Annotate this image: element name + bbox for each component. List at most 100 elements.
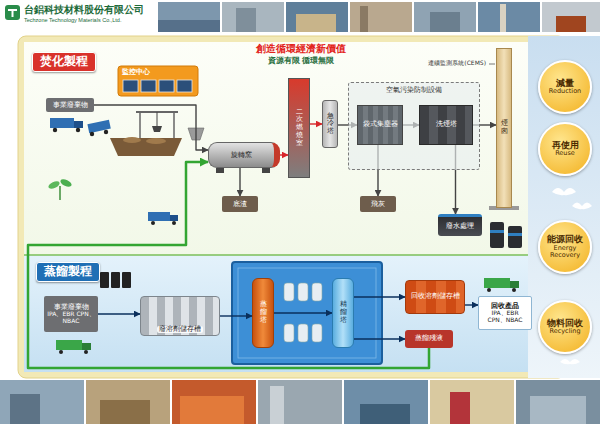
top-photo-strip-part [430, 12, 460, 32]
waste-trucks-part [104, 130, 108, 134]
node-text: 事業廢棄物 [53, 101, 88, 109]
ash-truck-part [148, 212, 170, 221]
node-text: 能源回收 [547, 234, 583, 244]
flow-connector [280, 154, 288, 155]
flow-connector [98, 313, 140, 314]
bottom-photo-strip [0, 380, 600, 424]
bottom-photo-strip-part [10, 394, 40, 424]
control-room-part [177, 80, 192, 92]
node-text: 煙囪 [501, 120, 508, 135]
quench-tower: 急冷塔 [322, 100, 338, 148]
stack: 煙囪 [496, 48, 512, 208]
top-photo-strip-part [360, 6, 368, 32]
sky-panel-part [528, 36, 600, 378]
process-heading: 蒸餾製程 [36, 262, 100, 282]
kiln-rollers [216, 168, 270, 173]
flow-connector [94, 105, 208, 150]
waste-pit [110, 137, 182, 156]
distillation-panel-part [312, 283, 322, 301]
distillation-panel [232, 262, 382, 364]
waste-drums-part [111, 272, 120, 288]
crane-part [152, 126, 162, 132]
main-frame [18, 36, 566, 378]
ash-truck-part [170, 215, 178, 221]
product-truck-part [484, 278, 510, 288]
sprout-icon-part [59, 186, 61, 200]
ash-truck-part [151, 221, 155, 225]
header-band-part [5, 5, 20, 20]
node-text: 蒸餾殘液 [415, 335, 443, 342]
distillation-panel-part [284, 283, 294, 301]
control-room-part [123, 80, 138, 92]
collection-truck [56, 340, 91, 354]
bottom-photo-strip-part [344, 380, 428, 424]
wastewater-box: 廢水處理 [438, 214, 482, 236]
distillation-panel-part [312, 324, 322, 342]
top-photo-strip-part [350, 2, 412, 32]
bottom-photo-strip-part [86, 380, 170, 424]
node-text: 回收產品 [491, 302, 519, 310]
waste-source-box: 事業廢棄物IPA、EBR CPN、NBAC [44, 296, 98, 332]
bottom-photo-strip-part [0, 380, 84, 424]
waste-pit-part [146, 138, 166, 144]
node-text: 監控中心 [122, 68, 150, 76]
node-text: 廢水處理 [446, 222, 474, 230]
flow-connector [28, 162, 429, 368]
crane-part [139, 112, 141, 138]
top-photo-strip-part [158, 2, 220, 32]
pollution-control-region: 空氣污染防制設備袋式集塵器洗煙塔 [348, 82, 480, 170]
wastewater-tanks-part [490, 222, 504, 248]
principle-circle: 物料回收Recycling [538, 300, 592, 354]
rectifying-column: 精餾塔 [332, 278, 354, 348]
recovered-product-box: 回收產品IPA、EBR CPN、NBAC [478, 296, 532, 330]
control-room-part [118, 66, 198, 96]
product-truck [484, 278, 519, 292]
flow-connector [274, 312, 332, 313]
principle-circle: 再使用Reuse [538, 122, 592, 176]
header-band [0, 0, 600, 36]
crane [136, 112, 178, 138]
connector-group [28, 105, 496, 368]
residue-drums: 蒸餾殘液 [405, 330, 453, 348]
control-room-panel: 監控中心 [118, 66, 198, 96]
waste-trucks-part [50, 118, 74, 128]
waste-drums-part [100, 272, 109, 288]
ash-truck [148, 212, 178, 225]
top-photo-strip [158, 2, 600, 32]
top-photo-strip-part [286, 2, 348, 32]
node-subtext: IPA、EBR CPN、NBAC [482, 310, 528, 324]
bottom-photo-strip-part [258, 380, 342, 424]
product-truck-part [487, 288, 491, 292]
company-title: 台鋁科技材料股份有限公司 [24, 4, 144, 16]
waste-trucks-part [90, 132, 94, 136]
header-band-part [8, 9, 17, 17]
waste-source-box: 事業廢棄物 [46, 98, 94, 112]
slogan-subheading: 資源有限 循環無限 [236, 57, 366, 66]
node-text: 事業廢棄物 [54, 303, 89, 311]
node-text: 袋式集塵器 [363, 121, 398, 128]
distillation-panel-part [298, 324, 308, 342]
collection-truck-part [82, 343, 91, 350]
waste-pit-part [123, 137, 141, 143]
ash-truck-part [172, 221, 176, 225]
collection-truck-part [59, 350, 63, 354]
node-text: 底渣 [233, 200, 247, 208]
bottom-photo-strip-part [530, 396, 586, 424]
bottom-photo-strip-part [100, 400, 150, 424]
distillation-panel-part [284, 324, 294, 342]
principle-circle: 能源回收Energy Recovery [538, 220, 592, 274]
node-text: 洗煙塔 [436, 121, 457, 128]
top-photo-strip-part [542, 2, 600, 32]
flow-connector [354, 296, 405, 297]
flow-connector [465, 304, 478, 305]
top-photo-strip-part [158, 20, 220, 32]
top-photo-strip-part [500, 4, 506, 32]
bottom-photo-strip-part [180, 396, 244, 424]
waste-trucks-part [53, 128, 57, 132]
sprout-icon-part [47, 180, 60, 191]
wastewater-tanks-part [508, 233, 522, 236]
control-room-part [141, 80, 156, 92]
crane-part [157, 112, 158, 126]
sky-panel-part [572, 203, 592, 210]
